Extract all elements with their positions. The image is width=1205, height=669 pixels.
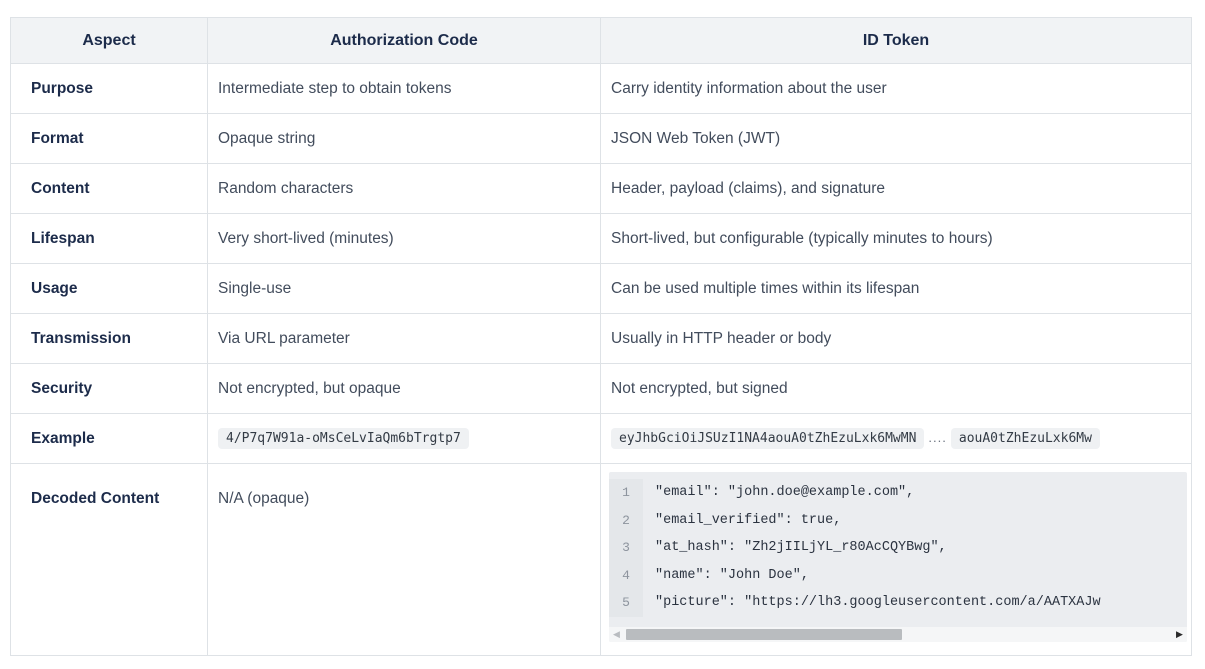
auth-code-value: Opaque string: [207, 113, 601, 164]
table-row-example: Example 4/P7q7W91a-oMsCeLvIaQm6bTrgtp7 e…: [10, 413, 1192, 464]
horizontal-scrollbar[interactable]: ◀ ▶: [609, 627, 1187, 642]
scroll-right-arrow-icon[interactable]: ▶: [1176, 629, 1183, 639]
code-text: "at_hash": "Zh2jIILjYL_r80AcCQYBwg",: [655, 540, 947, 556]
aspect-label: Content: [10, 163, 208, 214]
auth-code-value: Random characters: [207, 163, 601, 214]
id-token-value: JSON Web Token (JWT): [600, 113, 1192, 164]
line-number: 5: [609, 589, 643, 617]
table-row-decoded-content: Decoded Content N/A (opaque) 1 "email": …: [10, 463, 1192, 656]
id-token-example-chip-2: aouA0tZhEzuLxk6Mw: [950, 428, 1100, 449]
auth-code-value: N/A (opaque): [207, 463, 601, 656]
code-lines: 1 "email": "john.doe@example.com", 2 "em…: [609, 472, 1187, 617]
table-row-content: Content Random characters Header, payloa…: [10, 163, 1192, 214]
code-line: 4 "name": "John Doe",: [609, 561, 1187, 589]
code-text: "name": "John Doe",: [655, 567, 809, 583]
column-header-id-token: ID Token: [600, 17, 1192, 64]
line-number: 4: [609, 561, 643, 589]
column-header-aspect: Aspect: [10, 17, 208, 64]
table-row-lifespan: Lifespan Very short-lived (minutes) Shor…: [10, 213, 1192, 264]
auth-code-value: Via URL parameter: [207, 313, 601, 364]
id-token-value: Carry identity information about the use…: [600, 63, 1192, 114]
code-text: "email_verified": true,: [655, 512, 842, 528]
auth-code-value: Not encrypted, but opaque: [207, 363, 601, 414]
column-header-authorization-code: Authorization Code: [207, 17, 601, 64]
code-line: 1 "email": "john.doe@example.com",: [609, 479, 1187, 507]
aspect-label: Transmission: [10, 313, 208, 364]
comparison-table: Aspect Authorization Code ID Token Purpo…: [10, 17, 1192, 656]
decoded-token-code-block: 1 "email": "john.doe@example.com", 2 "em…: [609, 472, 1187, 642]
id-token-value: Can be used multiple times within its li…: [600, 263, 1192, 314]
table-row-usage: Usage Single-use Can be used multiple ti…: [10, 263, 1192, 314]
scroll-left-arrow-icon[interactable]: ◀: [613, 629, 620, 639]
id-token-value: Short-lived, but configurable (typically…: [600, 213, 1192, 264]
aspect-label: Decoded Content: [10, 463, 208, 656]
code-line: 2 "email_verified": true,: [609, 506, 1187, 534]
aspect-label: Example: [10, 413, 208, 464]
table-row-security: Security Not encrypted, but opaque Not e…: [10, 363, 1192, 414]
code-text: "email": "john.doe@example.com",: [655, 485, 915, 501]
auth-code-value: Intermediate step to obtain tokens: [207, 63, 601, 114]
auth-code-value: Single-use: [207, 263, 601, 314]
id-token-example-chip-1: eyJhbGciOiJSUzI1NA4aouA0tZhEzuLxk6MwMN: [611, 428, 925, 449]
auth-code-example-chip: 4/P7q7W91a-oMsCeLvIaQm6bTrgtp7: [218, 428, 469, 449]
line-number: 3: [609, 534, 643, 562]
code-line: 5 "picture": "https://lh3.googleusercont…: [609, 589, 1187, 617]
line-number: 1: [609, 479, 643, 507]
auth-code-value: Very short-lived (minutes): [207, 213, 601, 264]
scrollbar-thumb[interactable]: [626, 629, 902, 640]
aspect-label: Purpose: [10, 63, 208, 114]
aspect-label: Format: [10, 113, 208, 164]
line-number: 2: [609, 506, 643, 534]
table-row-format: Format Opaque string JSON Web Token (JWT…: [10, 113, 1192, 164]
code-text: "picture": "https://lh3.googleuserconten…: [655, 595, 1101, 611]
id-token-value: Header, payload (claims), and signature: [600, 163, 1192, 214]
aspect-label: Usage: [10, 263, 208, 314]
header-row: Aspect Authorization Code ID Token: [10, 17, 1192, 64]
ellipsis-separator: ....: [928, 430, 947, 446]
id-token-value: Not encrypted, but signed: [600, 363, 1192, 414]
aspect-label: Security: [10, 363, 208, 414]
table-row-purpose: Purpose Intermediate step to obtain toke…: [10, 63, 1192, 114]
table-row-transmission: Transmission Via URL parameter Usually i…: [10, 313, 1192, 364]
code-line: 3 "at_hash": "Zh2jIILjYL_r80AcCQYBwg",: [609, 534, 1187, 562]
aspect-label: Lifespan: [10, 213, 208, 264]
id-token-value: Usually in HTTP header or body: [600, 313, 1192, 364]
